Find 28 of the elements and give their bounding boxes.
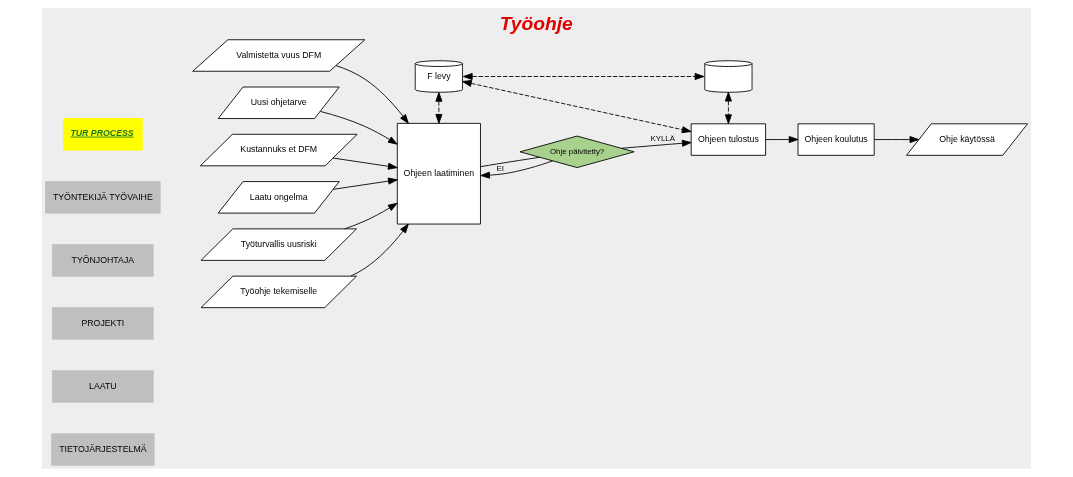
label: PROJEKTI — [81, 317, 125, 328]
arrow — [344, 202, 398, 230]
edge-label: KYLLÄ — [650, 134, 675, 144]
arrow — [873, 136, 920, 144]
arrow — [462, 79, 692, 134]
arrow — [435, 92, 443, 124]
arrow — [335, 65, 409, 124]
label: TYÖNTEKIJÄ TYÖVAIHE — [52, 191, 153, 202]
arrow — [462, 73, 705, 80]
arrow — [621, 139, 692, 149]
node-box: Ohjeen laatiminen — [396, 122, 481, 225]
arrow — [724, 91, 732, 124]
connector — [480, 156, 540, 168]
label: LAATU — [89, 380, 117, 391]
arrow — [480, 160, 554, 179]
arrow — [332, 177, 398, 190]
node-box: Ohjeen koulutus — [797, 123, 875, 156]
label: TIETOJÄRJESTELMÄ — [59, 443, 147, 454]
diagram-title: Työohje — [499, 12, 573, 34]
node-diamond: Ohje päivitetty? — [519, 135, 635, 168]
arrow — [350, 223, 409, 277]
arrow — [320, 110, 398, 145]
arrow — [332, 157, 398, 170]
node-box: Ohjeen tulostus — [690, 123, 767, 156]
arrow — [765, 136, 799, 144]
label: TYÖNJOHTAJA — [71, 254, 135, 265]
edge-label: EI — [496, 164, 504, 174]
label: TUR PROCESS — [70, 127, 134, 138]
